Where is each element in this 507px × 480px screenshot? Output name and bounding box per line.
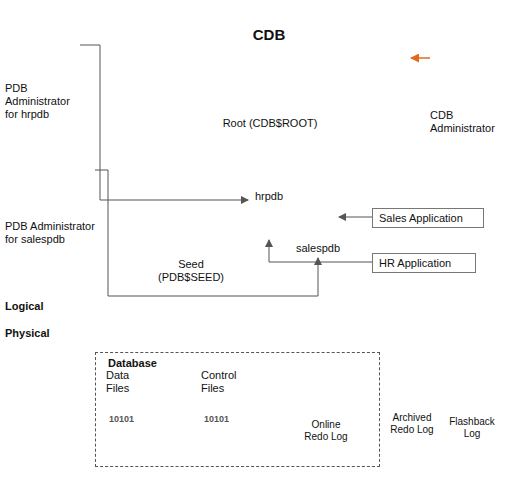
node-label: PDB Administrator for hrpdb	[5, 82, 80, 122]
node-label: salespdb	[292, 242, 344, 255]
connector-arrow	[95, 170, 318, 296]
file-icon: Control Files	[201, 369, 261, 449]
file-icon: Data Files	[106, 369, 161, 449]
root-container: Root (CDB$ROOT)	[165, 97, 390, 149]
section-label: Logical	[5, 300, 44, 313]
cdb-container: CDB Root (CDB$ROOT) Seed (PDB$SEED) hrpdb sa…	[113, 4, 425, 289]
log-cylinders: Flashback Log	[448, 388, 504, 453]
administrator-figure: PDB Administrator for hrpdb	[5, 2, 80, 127]
node-label: Archived Redo Log	[388, 412, 436, 436]
application-box: HR Application	[372, 253, 476, 273]
log-cylinders: Archived Redo Log	[388, 388, 444, 453]
node-label: Data Files	[106, 369, 146, 395]
connector-arrow	[269, 240, 372, 262]
node-label: CDB Administrator	[430, 109, 502, 135]
node-label: PDB Administrator for salespdb	[5, 220, 95, 246]
pdb-cylinder: salespdb	[292, 170, 344, 258]
binary-digits: 10101	[204, 414, 229, 425]
cylinder-shape	[171, 218, 211, 254]
node-label: HR Application	[379, 257, 451, 270]
connector-arrow	[411, 57, 430, 59]
administrator-figure: CDB Administrator	[430, 25, 502, 150]
cylinder-shape	[248, 170, 290, 240]
cylinder-shape	[113, 4, 425, 289]
node-label: Seed (PDB$SEED)	[155, 258, 227, 284]
log-cylinders: Online Redo Log	[301, 393, 359, 458]
connector-arrow	[339, 217, 372, 218]
node-label: Online Redo Log	[301, 419, 351, 443]
node-label: CDB	[113, 26, 425, 44]
node-label: hrpdb	[248, 190, 290, 203]
node-label: Sales Application	[379, 212, 463, 225]
administrator-figure: PDB Administrator for salespdb	[5, 132, 95, 272]
node-label: Flashback Log	[448, 416, 496, 440]
binary-digits: 10101	[109, 414, 134, 425]
node-label: Database	[108, 357, 228, 370]
cylinder-shape	[297, 170, 339, 240]
section-label: Physical	[5, 327, 50, 340]
person-icon	[17, 2, 67, 77]
database-group: DatabaseData Files Control FilesOnline Re…	[95, 352, 380, 467]
seed-pdb: Seed (PDB$SEED)	[155, 218, 227, 286]
pdb-cylinder: hrpdb	[248, 170, 290, 240]
application-box: Sales Application	[372, 208, 484, 228]
person-icon	[432, 25, 482, 100]
node-label: Root (CDB$ROOT)	[220, 117, 320, 130]
person-icon	[40, 132, 90, 207]
node-label: Control Files	[201, 369, 246, 395]
